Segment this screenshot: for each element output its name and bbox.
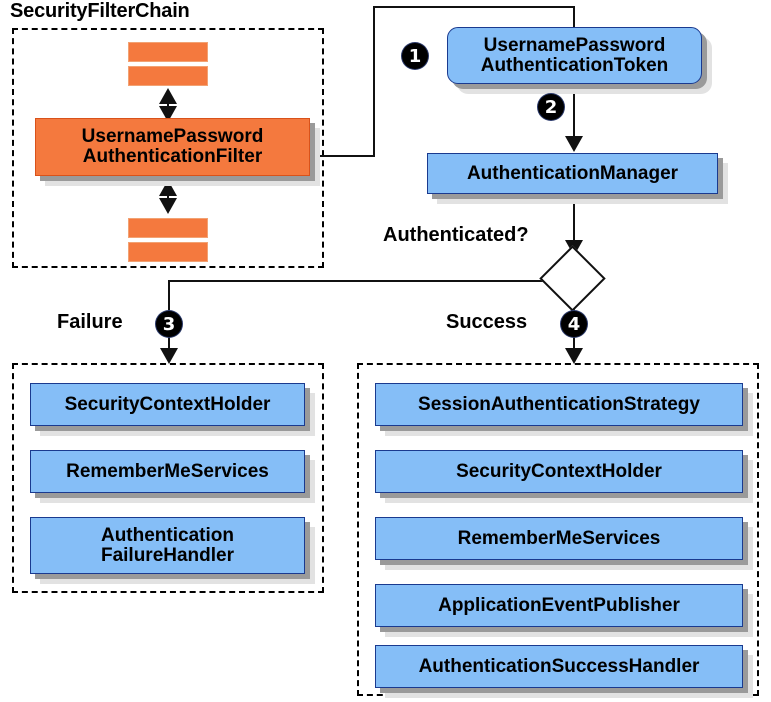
success-item-0-label: SessionAuthenticationStrategy: [418, 393, 700, 415]
success-label: Success: [446, 311, 528, 333]
authentication-manager-label: AuthenticationManager: [466, 162, 679, 184]
filter-bar-upper-1: [128, 42, 208, 62]
failure-item-2-line2: FailureHandler: [100, 544, 235, 566]
filter-label-line2: AuthenticationFilter: [82, 146, 263, 167]
node-failure-authentication-failure-handler[interactable]: Authentication FailureHandler: [30, 517, 305, 574]
token-label-line2: AuthenticationToken: [480, 54, 669, 76]
failure-handlers-group: [12, 363, 324, 593]
filter-chain-lower-arrow-down: [159, 198, 177, 214]
node-failure-security-context-holder[interactable]: SecurityContextHolder: [30, 383, 305, 426]
token-label-line1: UsernamePassword: [483, 34, 666, 56]
step-badge-4: 4: [561, 311, 587, 337]
node-success-remember-me-services[interactable]: RememberMeServices: [375, 517, 743, 560]
failure-item-1-label: RememberMeServices: [66, 460, 269, 482]
filter-to-token-segment-vertical: [373, 6, 375, 157]
manager-to-decision-connector: [573, 196, 575, 244]
decision-diamond: [539, 245, 606, 312]
node-username-password-authentication-filter[interactable]: UsernamePassword AuthenticationFilter: [35, 118, 310, 176]
filter-bar-lower-1: [128, 218, 208, 238]
failure-label: Failure: [57, 311, 123, 333]
success-item-1-label: SecurityContextHolder: [456, 460, 662, 482]
filter-chain-lower-arrow-up: [159, 180, 177, 196]
success-branch-arrowhead: [565, 348, 583, 364]
success-item-4-label: AuthenticationSuccessHandler: [418, 655, 700, 677]
failure-branch-arrowhead: [160, 348, 178, 364]
failure-branch-horizontal: [168, 280, 550, 282]
security-filter-chain-group: [12, 28, 324, 268]
token-top-stub: [573, 6, 575, 30]
step-badge-2: 2: [538, 94, 564, 120]
token-to-manager-arrowhead: [565, 136, 583, 152]
filter-bar-upper-2: [128, 66, 208, 86]
security-filter-chain-title: SecurityFilterChain: [10, 0, 190, 22]
node-username-password-authentication-token[interactable]: UsernamePassword AuthenticationToken: [447, 27, 702, 84]
success-item-3-label: ApplicationEventPublisher: [438, 594, 680, 616]
node-authentication-manager[interactable]: AuthenticationManager: [427, 153, 718, 194]
node-success-session-authentication-strategy[interactable]: SessionAuthenticationStrategy: [375, 383, 743, 426]
decision-question-label: Authenticated?: [383, 224, 529, 246]
node-failure-remember-me-services[interactable]: RememberMeServices: [30, 450, 305, 493]
step-badge-1: 1: [402, 43, 428, 69]
filter-bar-lower-2: [128, 242, 208, 262]
node-success-security-context-holder[interactable]: SecurityContextHolder: [375, 450, 743, 493]
failure-item-0-label: SecurityContextHolder: [64, 393, 271, 415]
step-badge-3: 3: [156, 311, 182, 337]
token-to-manager-connector: [573, 86, 575, 144]
filter-label-line1: UsernamePassword: [81, 126, 264, 148]
filter-chain-upper-arrow-up: [159, 88, 177, 104]
success-handlers-group: [357, 363, 759, 696]
node-success-application-event-publisher[interactable]: ApplicationEventPublisher: [375, 584, 743, 627]
filter-chain-lower-connector: [167, 182, 169, 212]
filter-to-token-segment-horizontal-2: [373, 6, 575, 8]
filter-chain-upper-connector: [167, 90, 169, 120]
success-item-2-label: RememberMeServices: [457, 527, 661, 549]
filter-to-token-segment-horizontal-1: [310, 155, 374, 157]
node-success-authentication-success-handler[interactable]: AuthenticationSuccessHandler: [375, 645, 743, 688]
failure-item-2-line1: Authentication: [100, 524, 234, 546]
